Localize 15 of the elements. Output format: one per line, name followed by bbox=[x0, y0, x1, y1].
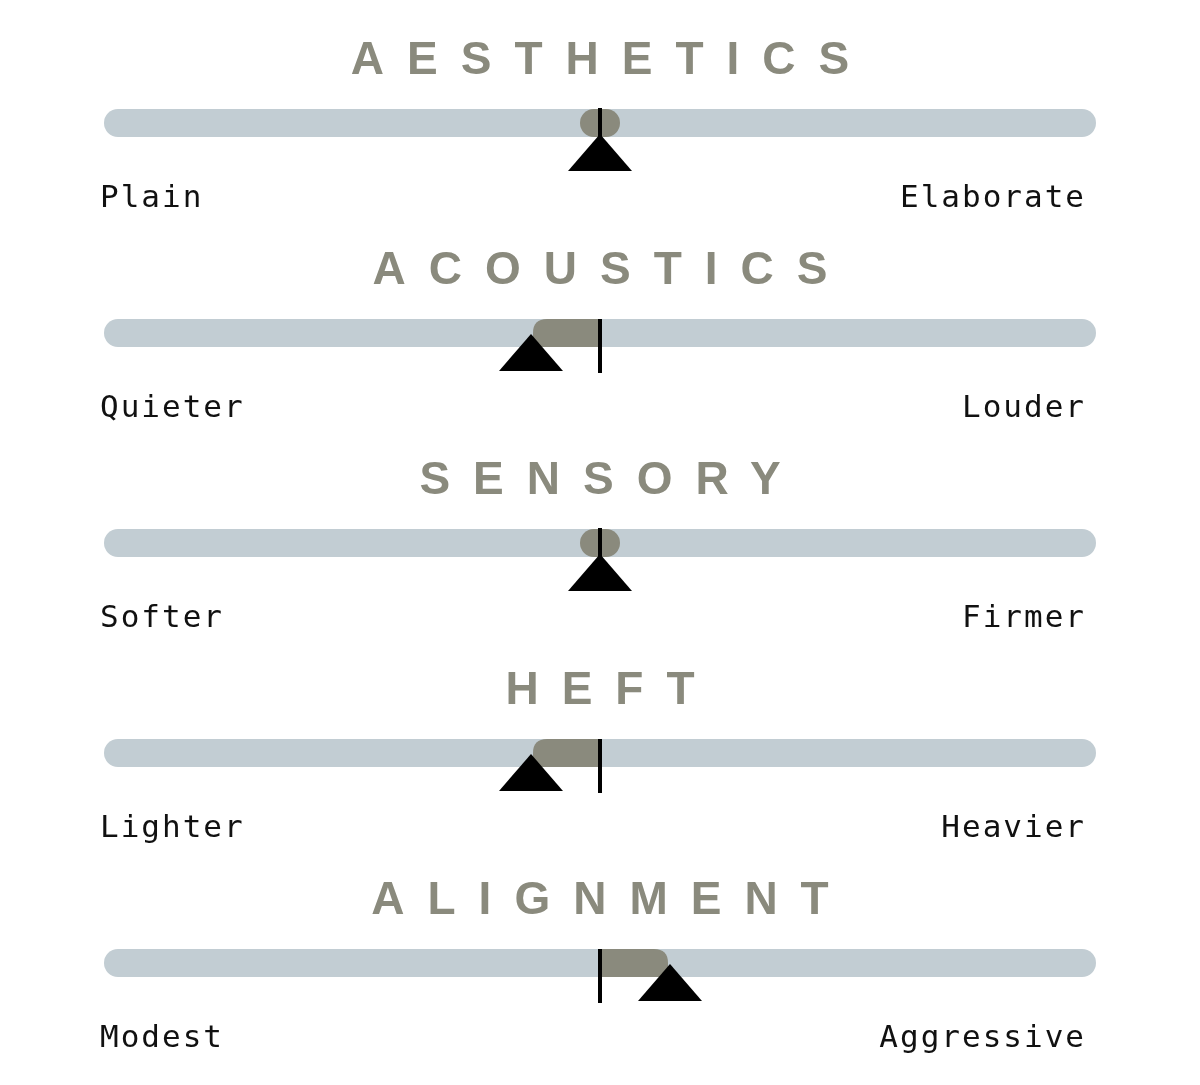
scale-end-label: Plain bbox=[100, 181, 204, 212]
scale-end-label: Lighter bbox=[100, 811, 245, 842]
scale-heading: ALIGNMENT bbox=[371, 875, 852, 921]
scale-end-label: Firmer bbox=[962, 601, 1086, 632]
scale-end-label: Heavier bbox=[941, 811, 1086, 842]
scale-end-label: Modest bbox=[100, 1021, 224, 1052]
scale-heading: ACOUSTICS bbox=[372, 245, 851, 291]
scale-end-label: Elaborate bbox=[900, 181, 1086, 212]
scale-end-label: Quieter bbox=[100, 391, 245, 422]
scale-heading: AESTHETICS bbox=[350, 35, 873, 81]
scale-end-label: Louder bbox=[962, 391, 1086, 422]
scale-end-label: Aggressive bbox=[879, 1021, 1086, 1052]
scale-heading: HEFT bbox=[505, 665, 718, 711]
scale-heading: SENSORY bbox=[419, 455, 804, 501]
scale-end-label: Softer bbox=[100, 601, 224, 632]
